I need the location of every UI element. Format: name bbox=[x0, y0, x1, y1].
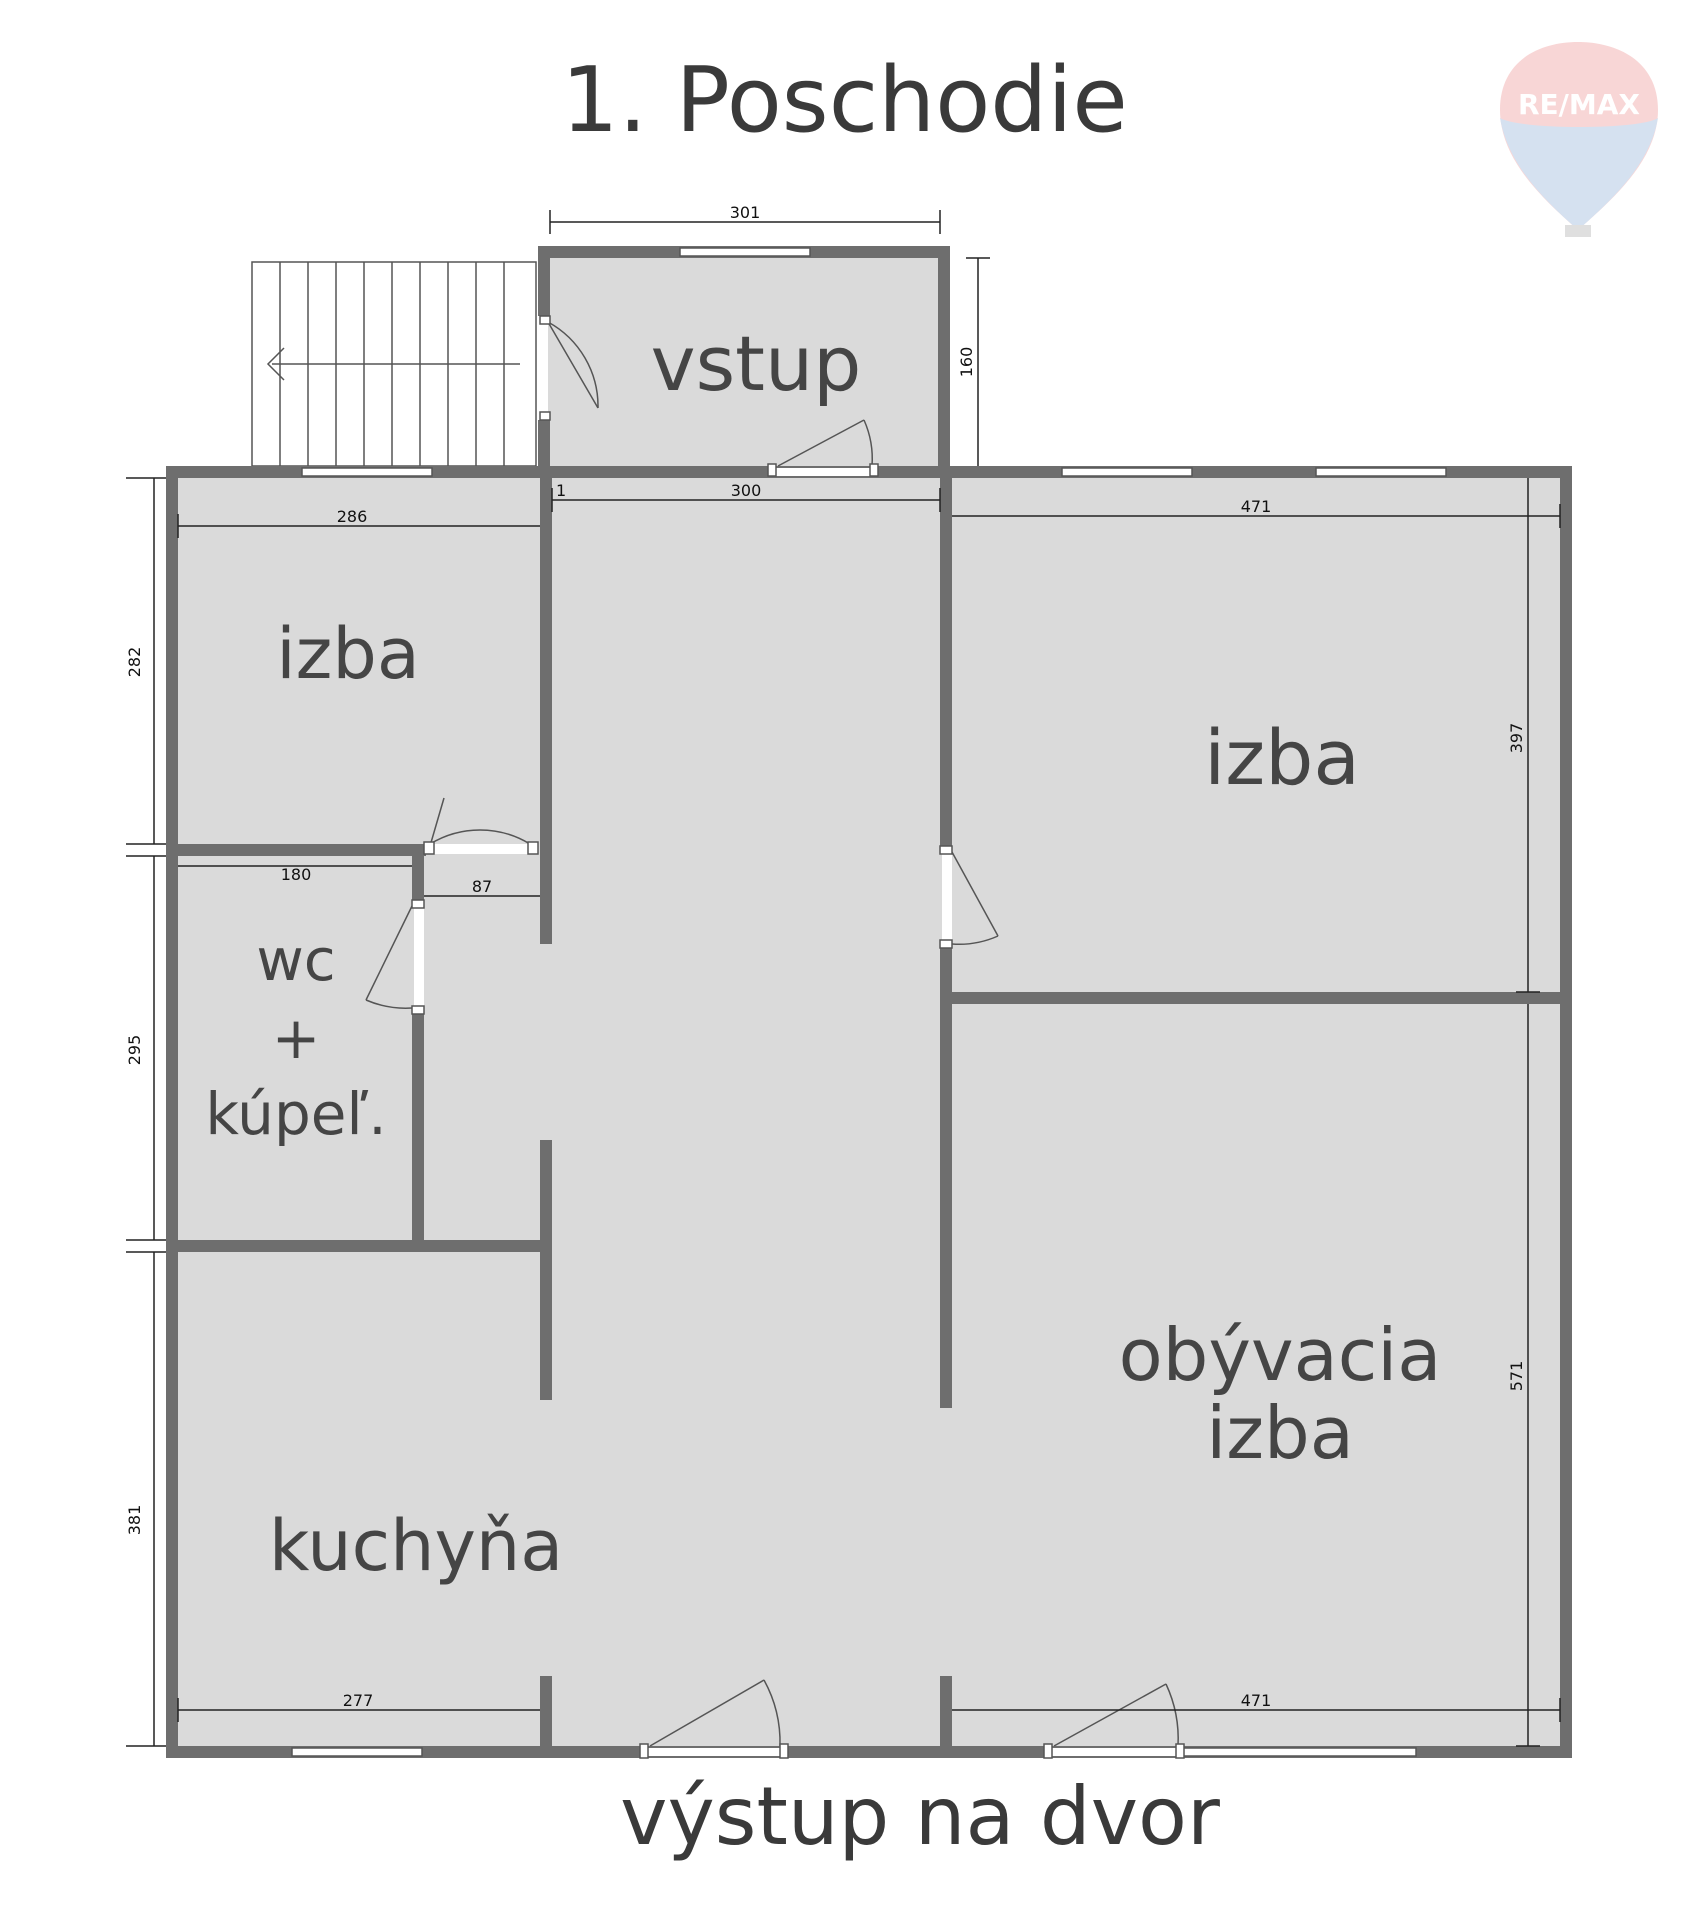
footer-caption: výstup na dvor bbox=[620, 1770, 1220, 1863]
floor-title: 1. Poschodie bbox=[561, 48, 1128, 153]
room-labels: vstup izba izba wc + kúpeľ. kuchyňa obýv… bbox=[205, 319, 1441, 1587]
room-label-wc-plus: + bbox=[272, 1004, 321, 1072]
dim-wc-width: 180 bbox=[281, 865, 312, 884]
room-label-izba-small: izba bbox=[276, 613, 420, 695]
logo-text: RE/MAX bbox=[1518, 88, 1640, 121]
doors bbox=[365, 315, 1185, 1759]
dim-kuchyna-height: 381 bbox=[125, 1505, 144, 1536]
room-label-kuchyna: kuchyňa bbox=[269, 1505, 563, 1587]
dim-vstup-width: 301 bbox=[730, 203, 761, 222]
room-label-wc: wc bbox=[256, 926, 335, 994]
dimension-lines bbox=[126, 210, 1561, 1747]
staircase bbox=[251, 261, 537, 467]
dim-wc-height: 295 bbox=[125, 1035, 144, 1066]
room-label-obyvacia: obývacia bbox=[1119, 1313, 1442, 1397]
dim-obyvacia-width: 471 bbox=[1241, 1691, 1272, 1710]
dim-izba-large-height: 397 bbox=[1507, 723, 1526, 754]
dim-izba-small-height: 282 bbox=[125, 647, 144, 678]
dim-marker-1: 1 bbox=[556, 481, 566, 500]
dim-hall-width: 300 bbox=[731, 481, 762, 500]
dim-izba-large-width: 471 bbox=[1241, 497, 1272, 516]
room-label-kupel: kúpeľ. bbox=[205, 1080, 386, 1148]
floor-fill bbox=[176, 258, 1562, 1746]
dim-vstup-height: 160 bbox=[957, 347, 976, 378]
balloon-logo-icon: RE/MAX bbox=[1500, 42, 1658, 237]
room-label-obyvacia-izba: izba bbox=[1206, 1391, 1354, 1475]
dim-izba-small-width: 286 bbox=[337, 507, 368, 526]
dim-kuchyna-width: 277 bbox=[343, 1691, 374, 1710]
room-label-izba-large: izba bbox=[1204, 713, 1360, 802]
room-label-vstup: vstup bbox=[651, 319, 862, 408]
dimension-labels: 301 160 300 1 286 471 397 282 180 87 295… bbox=[125, 203, 1526, 1710]
windows bbox=[291, 247, 1447, 1757]
dim-obyvacia-height: 571 bbox=[1507, 1361, 1526, 1392]
dim-corridor-width: 87 bbox=[472, 877, 492, 896]
